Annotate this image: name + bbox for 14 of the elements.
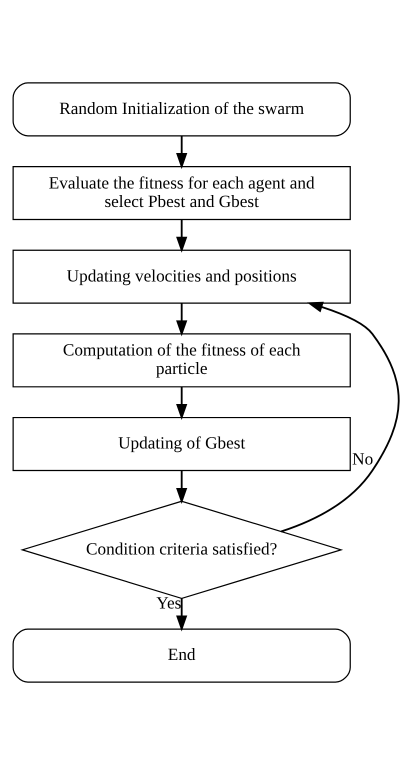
arrow	[280, 301, 400, 532]
node-box: Evaluate the fitness for each agent and select Pbest and Gbest	[12, 165, 351, 220]
arrow	[176, 219, 188, 252]
arrow	[176, 386, 188, 420]
node-box: Updating of Gbest	[12, 416, 351, 471]
arrow	[176, 135, 188, 169]
arrow	[176, 470, 188, 504]
node-box: Computation of the fitness of each particle	[12, 332, 351, 387]
node-box: Random Initialization of the swarm	[12, 82, 351, 136]
arrow	[176, 598, 188, 631]
node-box: Updating velocities and positions	[12, 249, 351, 304]
arrow	[176, 302, 188, 336]
edge-label: No	[352, 449, 374, 468]
node-box: End	[12, 628, 351, 682]
